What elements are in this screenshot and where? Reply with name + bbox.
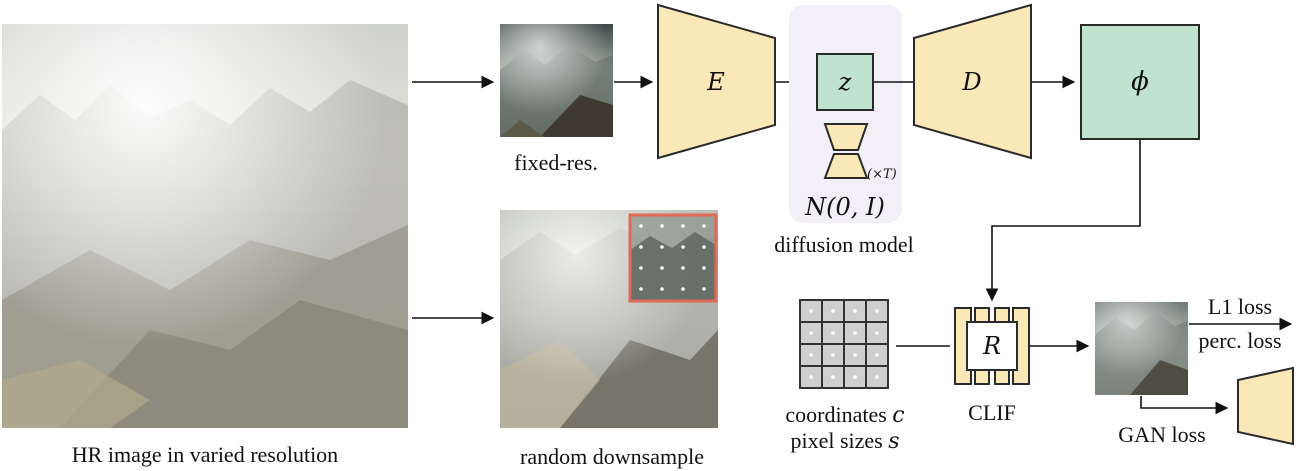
crop-dot <box>681 224 685 228</box>
crop-dot <box>681 245 685 249</box>
grid-cell-center-dot <box>831 353 835 357</box>
crop-dot <box>660 266 664 270</box>
renderer-box <box>966 321 1018 371</box>
output-image <box>1095 302 1188 395</box>
grid-cell-center-dot <box>809 353 813 357</box>
crop-dot <box>660 287 664 291</box>
phi-symbol: ϕ <box>1131 67 1149 97</box>
grid-cell-center-dot <box>831 375 835 379</box>
decoder-block <box>913 3 1032 160</box>
fixed-res-label: fixed-res. <box>514 150 598 175</box>
denoiser-hourglass-icon <box>823 123 869 179</box>
crop-dot <box>639 287 643 291</box>
crop-dot <box>702 266 706 270</box>
diffusion-model-panel <box>789 5 902 223</box>
noise-distribution: N(0, I) <box>804 193 885 221</box>
crop-dot <box>639 266 643 270</box>
grid-cell-center-dot <box>809 331 813 335</box>
crop-dot <box>702 287 706 291</box>
crop-region <box>628 213 718 303</box>
crop-dot <box>660 245 664 249</box>
diffusion-model-label: diffusion model <box>774 232 914 257</box>
grid-cell-center-dot <box>875 331 879 335</box>
arrow-output-to-discriminator <box>1140 396 1229 415</box>
grid-cell-center-dot <box>809 309 813 313</box>
grid-cell-center-dot <box>875 353 879 357</box>
grid-cell-center-dot <box>853 331 857 335</box>
pixel-sizes-label: pixel sizes s <box>790 428 899 454</box>
decoder-symbol: D <box>961 68 981 96</box>
grid-cell-center-dot <box>831 309 835 313</box>
phi-block <box>1080 24 1200 140</box>
grid-cell-center-dot <box>831 331 835 335</box>
crop-dot <box>681 287 685 291</box>
grid-cell-center-dot <box>853 309 857 313</box>
times-t-label: (×T) <box>867 167 897 182</box>
grid-cell-center-dot <box>853 375 857 379</box>
crop-dot <box>639 224 643 228</box>
crop-dot <box>702 245 706 249</box>
crop-dot <box>702 224 706 228</box>
crop-sample-dots <box>639 224 706 291</box>
encoder-symbol: E <box>706 68 725 96</box>
discriminator-block <box>1237 366 1294 446</box>
latent-symbol: z <box>838 68 852 96</box>
perc-loss-label: perc. loss <box>1198 328 1281 353</box>
crop-dot <box>660 224 664 228</box>
crop-dot <box>681 266 685 270</box>
gan-loss-label: GAN loss <box>1118 422 1205 447</box>
renderer-symbol: R <box>982 332 1001 360</box>
grid-cell-center-dot <box>875 375 879 379</box>
hr-image-label: HR image in varied resolution <box>72 442 338 467</box>
fixed-res-image <box>500 24 613 137</box>
grid-cell-center-dot <box>875 309 879 313</box>
grid-cell-center-dot <box>809 375 813 379</box>
hr-image <box>2 24 408 428</box>
latent-box <box>816 53 874 111</box>
arrow-phi-to-renderer <box>985 140 1141 302</box>
l1-loss-label: L1 loss <box>1208 294 1272 319</box>
clif-label: CLIF <box>968 400 1016 425</box>
grid-cell-center-dot <box>853 353 857 357</box>
crop-dot <box>639 245 643 249</box>
encoder-block <box>657 3 776 160</box>
coordinate-grid <box>799 299 889 389</box>
coordinates-label: coordinates c <box>785 402 904 428</box>
downsample-label: random downsample <box>520 444 704 469</box>
clif-block <box>954 307 1030 385</box>
